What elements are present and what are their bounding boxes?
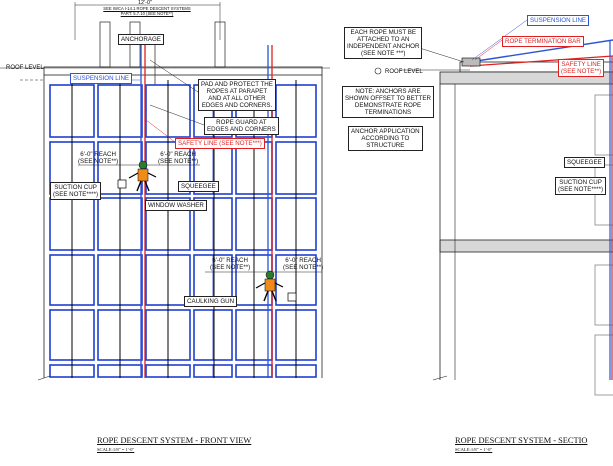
- pad-protect-line-3: AND AT ALL OTHER: [208, 95, 266, 102]
- section-safety-line-1: SAFETY LINE: [561, 61, 601, 68]
- caulking-gun-label: CAULKING GUN: [184, 296, 238, 307]
- worker-body: [137, 168, 149, 182]
- section-safety-line-label: SAFETY LINE (SEE NOTE**): [558, 59, 605, 77]
- dimension-reference-standard: SEE IWCA I-14.1 ROPE DESCENT SYSTEMS: [103, 6, 191, 11]
- window-washer-label: WINDOW WASHER: [145, 200, 207, 211]
- anchor-application-note: ANCHOR APPLICATION ACCORDING TO STRUCTUR…: [348, 126, 423, 151]
- leader-rope-guard: [149, 104, 205, 126]
- pad-protect-line-4: EDGES AND CORNERS.: [201, 102, 273, 109]
- pad-protect-line-1: PAD AND PROTECT THE: [201, 81, 273, 88]
- suspension-line-label: SUSPENSION LINE: [70, 73, 133, 84]
- reach-lower-left-line-2: (SEE NOTE**): [210, 264, 251, 271]
- section-window: [594, 264, 613, 326]
- leader-safety: [145, 119, 176, 143]
- section-floor-slab: [439, 239, 613, 253]
- anchors-offset-line-3: DEMONSTRATE ROPE: [354, 102, 422, 109]
- section-suspension-line-label: SUSPENSION LINE: [527, 15, 590, 26]
- section-roof-level-label: ROOF LEVEL: [385, 69, 423, 75]
- anchor-post: [214, 21, 226, 68]
- front-view-title: ROPE DESCENT SYSTEM - FRONT VIEW: [97, 436, 252, 445]
- independent-anchor-line-4: (SEE NOTE ***): [361, 50, 406, 57]
- section-window: [594, 164, 613, 226]
- anchorage-label: ANCHORAGE: [118, 34, 164, 45]
- rope-termination-bar-label: ROPE TERMINATION BAR: [502, 36, 584, 47]
- front-view-scale: SCALE:1/8" = 1'-0": [97, 447, 135, 452]
- reach-left-line-1: 6'-0" REACH: [80, 151, 116, 158]
- anchors-offset-line-1: NOTE: ANCHORS ARE: [355, 88, 421, 95]
- section-squeegee-label: SQUEEGEE: [564, 157, 605, 168]
- section-suction-cup-label: SUCTION CUP (SEE NOTE****): [555, 177, 607, 195]
- section-window: [594, 334, 613, 396]
- section-suction-cup-line-1: SUCTION CUP: [559, 179, 602, 186]
- squeegee-label: SQUEEGEE: [178, 181, 219, 192]
- parapet: [43, 66, 323, 76]
- rope-guard-note: ROPE GUARD AT EDGES AND CORNERS: [204, 117, 279, 135]
- worker-body: [264, 278, 276, 292]
- bucket-icon: [117, 179, 127, 189]
- section-safety-rope: [469, 55, 613, 67]
- reach-right-line-1: 6'-0" REACH: [160, 151, 196, 158]
- rope-guard-line-2: EDGES AND CORNERS: [207, 126, 276, 133]
- worker-leg: [271, 290, 277, 302]
- worker-arm: [255, 282, 266, 289]
- reach-left-label: 6'-0" REACH (SEE NOTE**): [76, 150, 120, 166]
- anchors-offset-line-2: SHOWN OFFSET TO BETTER: [345, 95, 431, 102]
- worker-helmet: [265, 270, 275, 280]
- reach-lower-right-label: 6'-0" REACH (SEE NOTE**): [281, 256, 325, 272]
- worker-leg: [136, 180, 142, 192]
- front-view-drawing: [0, 2, 330, 381]
- worker-leg: [263, 290, 269, 302]
- rope-termination-bar: [461, 57, 481, 67]
- bucket-icon: [287, 292, 297, 302]
- rope-guard-line-1: ROPE GUARD AT: [216, 119, 267, 126]
- anchors-offset-line-4: TERMINATIONS: [364, 109, 412, 116]
- worker-helmet: [138, 160, 148, 170]
- anchors-offset-note: NOTE: ANCHORS ARE SHOWN OFFSET TO BETTER…: [342, 86, 434, 118]
- anchor-application-line-2: ACCORDING TO: [361, 135, 410, 142]
- worker-arm: [128, 172, 139, 179]
- section-safety-line-2: (SEE NOTE**): [561, 68, 602, 75]
- worker-arm: [274, 282, 284, 288]
- front-break-mark: [37, 375, 51, 381]
- worker-arm: [147, 172, 157, 178]
- reach-right-label: 6'-0" REACH (SEE NOTE**): [156, 150, 200, 166]
- section-view-drawing: [374, 19, 613, 396]
- leader-section-suspension: [471, 19, 528, 61]
- dimension-reference-part: PART: 5.7.10 (SEE NOTE**): [120, 11, 174, 16]
- section-roof-level-marker: [374, 67, 382, 75]
- independent-anchor-line-2: ATTACHED TO AN: [356, 36, 410, 43]
- reach-lower-right-line-2: (SEE NOTE**): [283, 264, 324, 271]
- leader-termination-bar: [474, 39, 503, 61]
- section-suction-cup-line-2: (SEE NOTE****): [558, 186, 604, 193]
- independent-anchor-line-3: INDEPENDENT ANCHOR: [347, 43, 420, 50]
- suction-cup-line-1: SUCTION CUP: [54, 184, 97, 191]
- section-view-scale: SCALE:1/8" = 1'-0": [455, 447, 493, 452]
- pad-protect-note: PAD AND PROTECT THE ROPES AT PARAPET AND…: [198, 79, 276, 111]
- reach-lower-left-label: 6'-0" REACH (SEE NOTE**): [208, 256, 252, 272]
- window-washer-figure: [128, 160, 157, 192]
- leader-pad: [149, 59, 199, 93]
- overall-width-dimension: 12'-0": [137, 0, 152, 6]
- section-break-mark: [432, 375, 448, 381]
- anchor-application-line-3: STRUCTURE: [366, 142, 405, 149]
- pad-protect-line-2: ROPES AT PARAPET: [206, 88, 268, 95]
- safety-line-label: SAFETY LINE (SEE NOTE***): [175, 138, 265, 149]
- suction-cup-line-2: (SEE NOTE****): [53, 191, 99, 198]
- caulking-worker-figure: [255, 270, 284, 302]
- independent-anchor-line-1: EACH ROPE MUST BE: [350, 29, 416, 36]
- reach-lower-left-line-1: 6'-0" REACH: [212, 257, 248, 264]
- reach-right-line-2: (SEE NOTE**): [158, 158, 199, 165]
- worker-leg: [144, 180, 150, 192]
- roof-level-label: ROOF LEVEL: [6, 65, 44, 71]
- suction-cup-label: SUCTION CUP (SEE NOTE****): [50, 182, 102, 200]
- reach-left-line-2: (SEE NOTE**): [78, 158, 119, 165]
- section-suspension-rope: [469, 39, 613, 63]
- reach-lower-right-line-1: 6'-0" REACH: [285, 257, 321, 264]
- anchor-application-line-1: ANCHOR APPLICATION: [351, 128, 420, 135]
- independent-anchor-note: EACH ROPE MUST BE ATTACHED TO AN INDEPEN…: [344, 27, 423, 59]
- section-view-title: ROPE DESCENT SYSTEM - SECTIO: [455, 436, 588, 445]
- anchor-post: [99, 21, 111, 68]
- section-window: [594, 94, 613, 156]
